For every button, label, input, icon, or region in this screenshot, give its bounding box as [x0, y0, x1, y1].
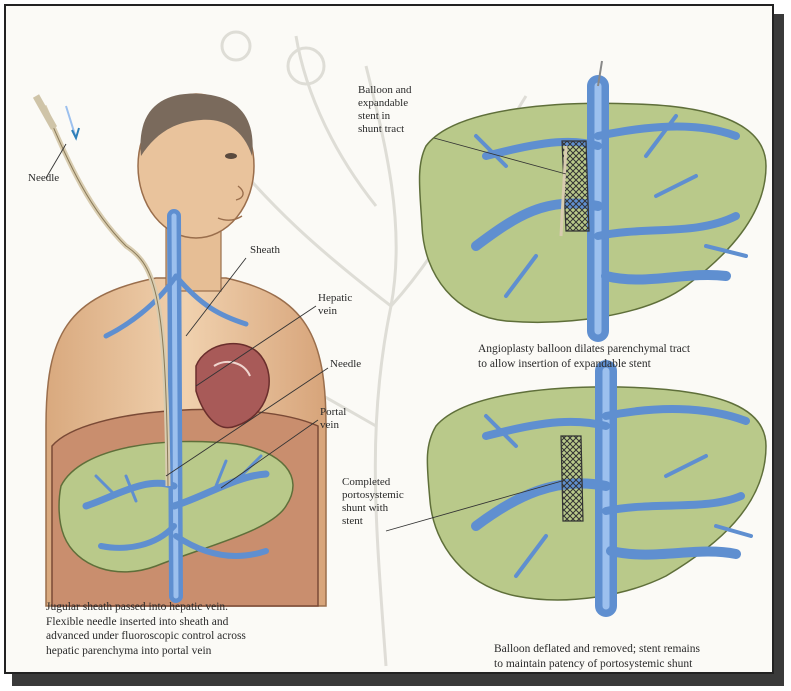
- label-portal-vein: Portal vein: [320, 406, 346, 432]
- human-figure: [36, 94, 326, 606]
- label-completed-shunt: Completed portosystemic shunt with stent: [342, 476, 404, 528]
- liver-bottom-right: [427, 371, 766, 606]
- label-balloon-stent: Balloon and expandable stent in shunt tr…: [358, 84, 411, 136]
- label-needle-top: Needle: [28, 172, 59, 185]
- liver-top-right: [420, 61, 767, 331]
- caption-bottom-right: Balloon deflated and removed; stent rema…: [494, 642, 700, 671]
- stent-bottom: [561, 436, 583, 521]
- label-hepatic-vein: Hepatic vein: [318, 292, 352, 318]
- illustration-frame: Needle Sheath Hepatic vein Needle Portal…: [4, 4, 774, 674]
- label-sheath: Sheath: [250, 244, 280, 257]
- caption-left: Jugular sheath passed into hepatic vein.…: [46, 600, 246, 658]
- label-needle-mid: Needle: [330, 358, 361, 371]
- caption-top-right: Angioplasty balloon dilates parenchymal …: [478, 342, 690, 371]
